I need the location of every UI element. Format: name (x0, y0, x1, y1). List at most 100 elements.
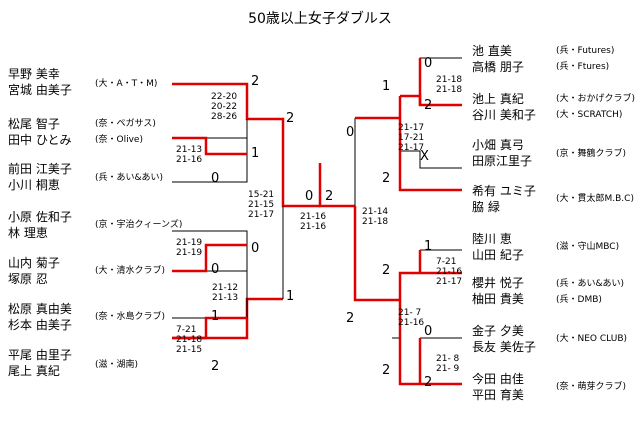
club-name: (滋・守山MBC) (556, 242, 620, 252)
club-name: (奈・水島クラブ) (95, 312, 166, 322)
round-score: 1 (286, 289, 295, 304)
player-name: 池上 真紀 (472, 92, 524, 106)
player-name: 櫻井 悦子 (472, 276, 524, 290)
player-name: 平尾 由里子 (8, 348, 72, 362)
round-score: 1 (211, 309, 220, 324)
round-score: 2 (211, 359, 220, 374)
round-score: 2 (286, 111, 295, 126)
club-name: (滋・湖南) (95, 360, 139, 370)
player-name: 脇 緑 (472, 200, 500, 214)
round-score: 0 (211, 262, 220, 277)
player-name: 田中 ひとみ (8, 133, 72, 147)
club-name: (兵・Futures) (556, 46, 615, 56)
player-name: 池 直美 (472, 44, 512, 58)
club-name: (大・おかげクラブ) (556, 94, 636, 104)
round-score: 2 (382, 363, 391, 378)
player-name: 宮城 由美子 (8, 83, 72, 97)
player-name: 山田 紀子 (472, 248, 524, 262)
player-name: 田原江里子 (472, 154, 533, 168)
club-name: (大・清水クラブ) (95, 266, 166, 276)
club-name: (大・NEO CLUB) (556, 334, 627, 344)
player-name: 塚原 忍 (8, 272, 48, 286)
round-score: 1 (424, 239, 433, 254)
win-line (172, 136, 247, 156)
club-name: (奈・萌芽クラブ) (556, 382, 627, 392)
win-line (172, 243, 247, 273)
player-name: 山内 菊子 (8, 256, 60, 270)
win-line (172, 82, 320, 208)
club-name: (奈・ペガサス) (95, 119, 156, 129)
round-score: 2 (424, 375, 433, 390)
player-name: 希有 ユミ子 (472, 184, 536, 198)
player-name: 柚田 貴美 (472, 292, 524, 306)
club-name: (大・貫太郎M.B.C) (556, 194, 634, 204)
round-score: 1 (251, 146, 260, 161)
round-score: 2 (382, 263, 391, 278)
player-name: 長友 美佐子 (472, 340, 536, 354)
win-line (392, 271, 462, 302)
round-score: X (420, 149, 429, 164)
player-name: 小川 桐恵 (8, 178, 60, 192)
player-name: 前田 江美子 (8, 162, 72, 176)
club-name: (京・舞鶴クラブ) (556, 149, 627, 159)
win-line (353, 206, 392, 302)
round-score: 2 (424, 98, 433, 113)
player-name: 松尾 智子 (8, 117, 60, 131)
win-line (355, 96, 402, 120)
page-title: 50歳以上女子ダブルス (248, 11, 392, 27)
round-score: 0 (424, 324, 433, 339)
player-name: 小畑 真弓 (472, 138, 524, 152)
loss-line (400, 150, 462, 169)
win-line (398, 300, 462, 386)
round-score: 1 (382, 79, 391, 94)
player-name: 松原 真由美 (8, 302, 72, 316)
club-name: (兵・Ftures) (556, 62, 610, 72)
round-score: 2 (251, 74, 260, 89)
club-name: (奈・Olive) (95, 135, 143, 145)
loss-line (172, 154, 248, 183)
round-score: 2 (382, 171, 391, 186)
player-name: 尾上 真紀 (8, 364, 60, 378)
club-name: (兵・あい&あい) (95, 173, 164, 183)
round-score: 0 (211, 171, 220, 186)
player-name: 林 理恵 (8, 226, 48, 240)
round-score: 2 (325, 189, 334, 204)
loss-line (172, 230, 248, 271)
win-line (318, 163, 355, 208)
win-line (172, 316, 247, 340)
club-name: (大・A・T・M) (95, 79, 158, 89)
club-name: (京・宇治クィーンズ) (95, 220, 183, 230)
player-name: 杉本 由美子 (8, 318, 72, 332)
player-name: 金子 夕美 (472, 324, 524, 338)
round-score: 0 (251, 241, 260, 256)
round-score: 0 (346, 125, 355, 140)
round-score: 2 (346, 311, 355, 326)
club-name: (兵・DMB) (556, 295, 602, 305)
player-name: 小原 佐和子 (8, 210, 72, 224)
player-name: 平田 育美 (472, 388, 524, 402)
round-score: 0 (424, 56, 433, 71)
player-name: 谷川 美和子 (472, 108, 536, 122)
club-name: (兵・あい&あい) (556, 279, 625, 289)
win-line (398, 118, 462, 192)
player-name: 陸川 恵 (472, 232, 512, 246)
round-score: 0 (305, 189, 314, 204)
player-name: 今田 由佳 (472, 372, 524, 386)
club-name: (大・SCRATCH) (556, 110, 623, 120)
player-name: 早野 美幸 (8, 67, 60, 81)
player-name: 高橋 朋子 (472, 60, 524, 74)
